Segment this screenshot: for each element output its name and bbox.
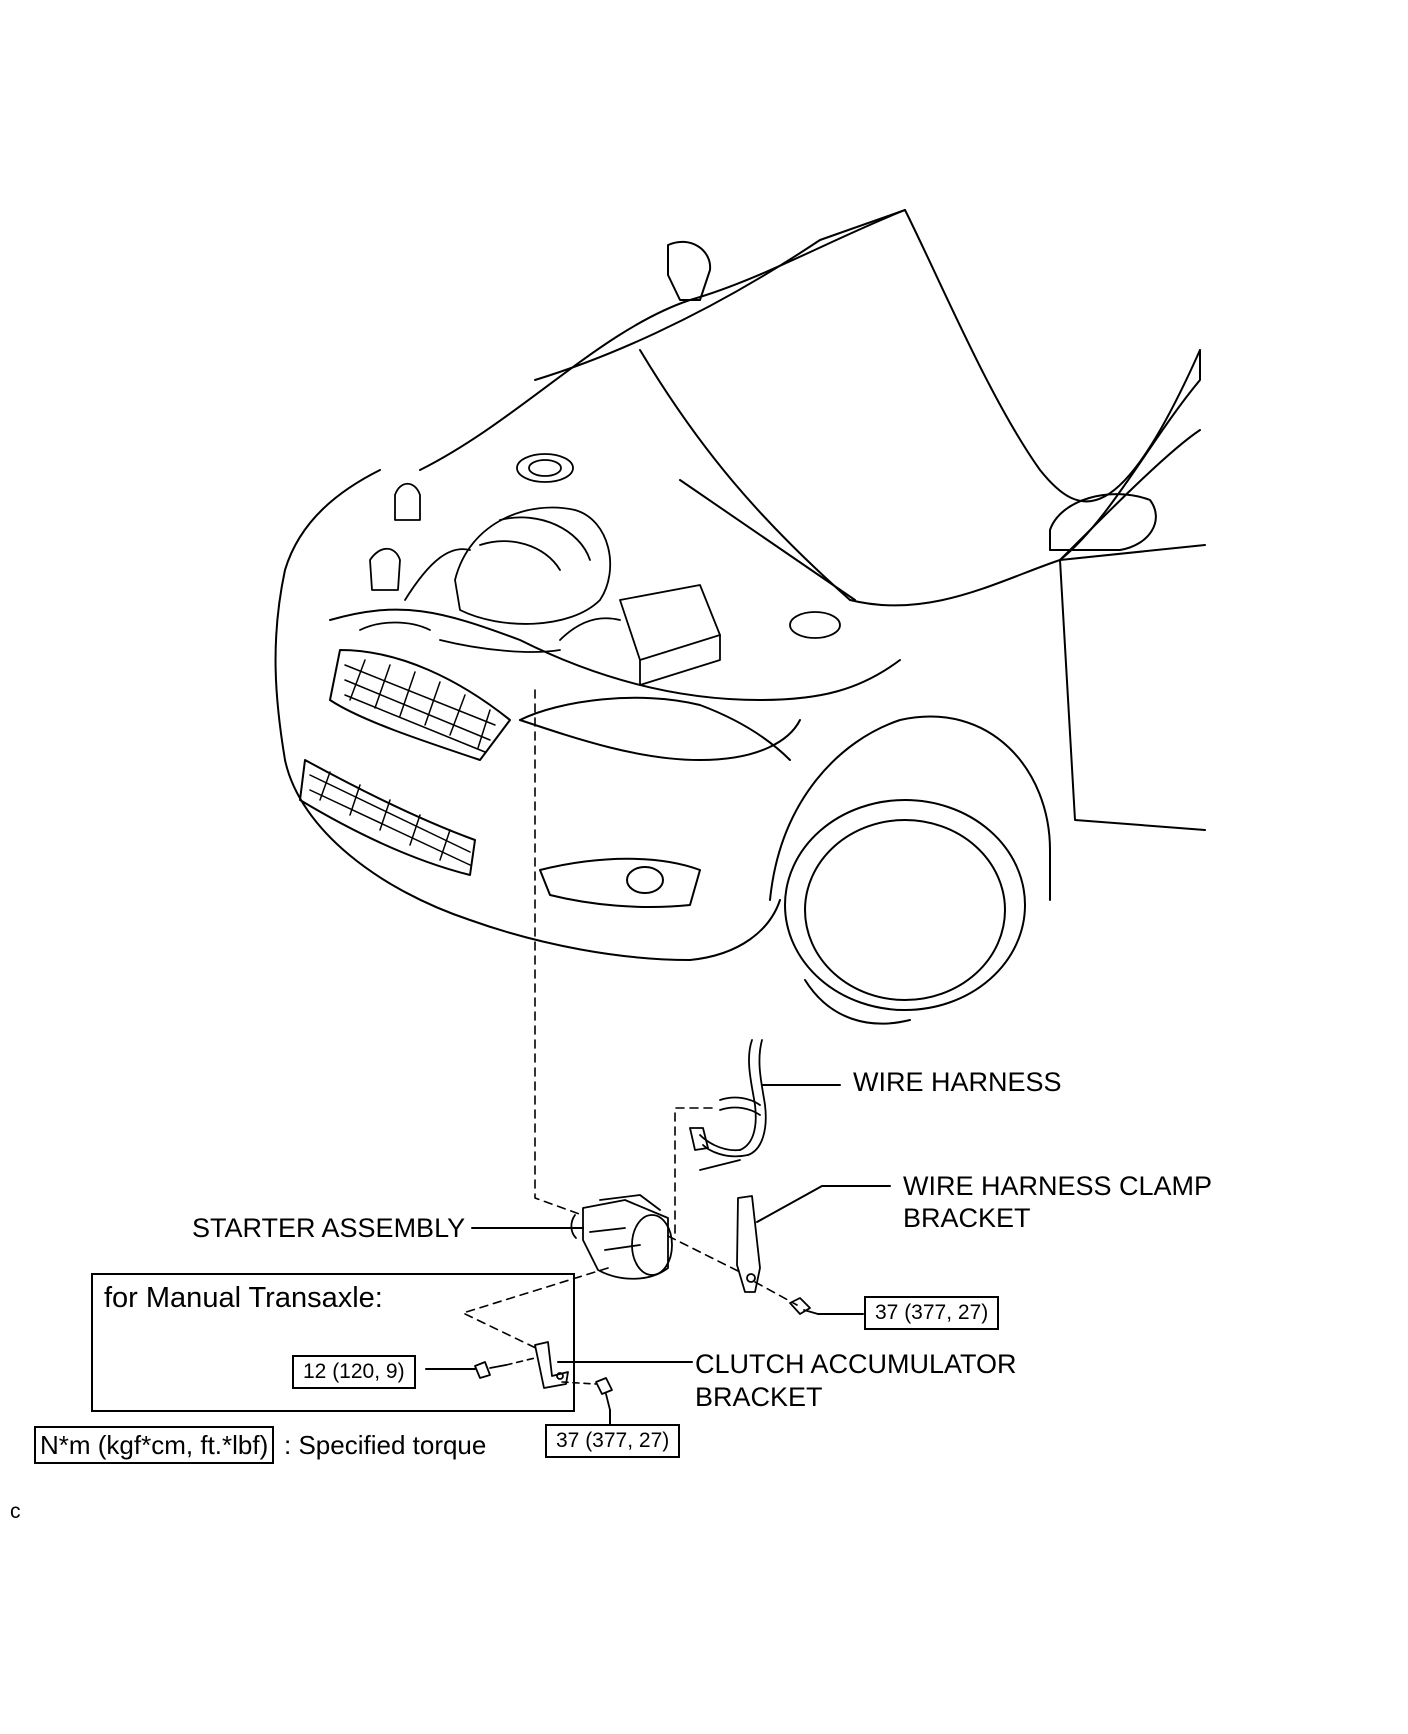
corner-mark: c	[10, 1500, 21, 1523]
starter-assembly-part	[570, 1194, 673, 1280]
guide-dashed-large-bolt	[561, 1381, 597, 1385]
wire-harness-label: WIRE HARNESS	[853, 1067, 1062, 1097]
clamp-bracket-label-line2: BRACKET	[903, 1203, 1031, 1233]
torque-clamp-bracket-bolt: 37 (377, 27)	[864, 1296, 1000, 1330]
torque-legend-description: : Specified torque	[284, 1430, 487, 1460]
engine-compartment	[359, 453, 841, 686]
torque-legend-unit-box: N*m (kgf*cm, ft.*lbf)	[34, 1426, 275, 1464]
clutch-bracket-bolt-large	[595, 1377, 613, 1411]
wire-harness-part	[689, 1039, 767, 1171]
clutch-accumulator-label-line1: CLUTCH ACCUMULATOR	[695, 1349, 1017, 1379]
torque-clutch-bracket-bolt-large: 37 (377, 27)	[545, 1424, 681, 1458]
clutch-accumulator-label-line2: BRACKET	[695, 1382, 823, 1412]
clutch-bracket-bolt-small	[474, 1361, 507, 1379]
starter-assembly-label: STARTER ASSEMBLY	[192, 1213, 466, 1243]
clamp-bracket-part	[736, 1195, 761, 1293]
manual-transaxle-title: for Manual Transaxle:	[104, 1282, 383, 1314]
clamp-bracket-bolt	[789, 1297, 819, 1315]
vehicle-front-outline	[274, 209, 1206, 1025]
guide-dashed-starter-to-bracket	[667, 1235, 741, 1273]
guide-dashed-bracket-to-bolt	[754, 1281, 798, 1306]
clamp-bracket-label-line1: WIRE HARNESS CLAMP	[903, 1171, 1213, 1201]
torque-clutch-bracket-bolt-small: 12 (120, 9)	[292, 1355, 416, 1389]
guide-dashed-starter-to-manual	[462, 1267, 609, 1351]
guide-dashed-small-bolt	[505, 1357, 536, 1366]
manual-transaxle-detail-box: for Manual Transaxle:	[91, 1273, 575, 1412]
grille-mesh	[309, 659, 496, 866]
clamp-bracket-leader	[756, 1185, 891, 1223]
guide-dashed-car-to-starter	[534, 689, 583, 1216]
clutch-accumulator-bracket-part	[534, 1341, 569, 1389]
